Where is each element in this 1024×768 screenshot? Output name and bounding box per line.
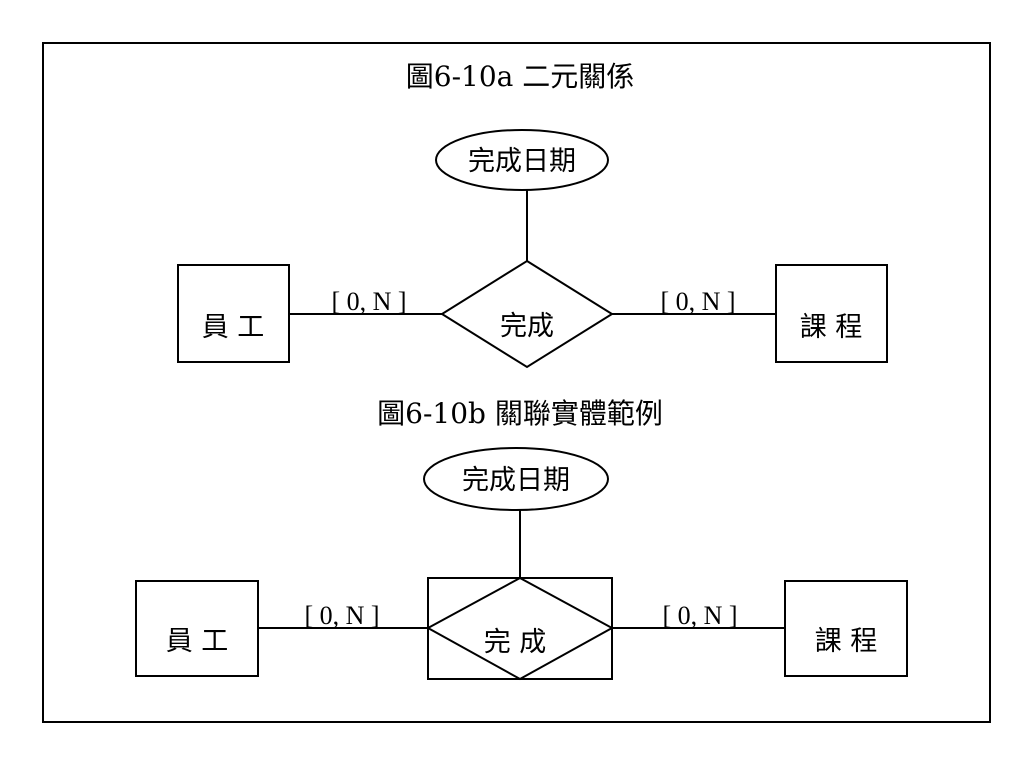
diagram-b-relationship-diamond bbox=[425, 576, 615, 681]
diagram-a-left-cardinality: [ 0, N ] bbox=[331, 287, 406, 316]
diagram-a-right-entity-label: 課 程 bbox=[800, 312, 863, 343]
diagram-a: 圖6-10a 二元關係 完成日期 完成 員 工 課 程 [ 0, N ] [ 0… bbox=[177, 60, 888, 369]
diagram-b-relationship-label: 完 成 bbox=[484, 627, 547, 658]
diagram-b-left-cardinality: [ 0, N ] bbox=[304, 601, 379, 630]
diagram-a-attribute-ellipse bbox=[435, 129, 609, 191]
diagram-a-relationship-label: 完成 bbox=[500, 311, 554, 342]
diagram-b-caption: 圖6-10b 關聯實體範例 bbox=[377, 397, 663, 430]
diagram-a-relationship-diamond bbox=[440, 259, 614, 369]
diagram-a-left-entity-label: 員 工 bbox=[202, 312, 265, 343]
diagram-a-caption: 圖6-10a 二元關係 bbox=[406, 60, 635, 93]
diagram-a-right-cardinality: [ 0, N ] bbox=[660, 287, 735, 316]
diagram-b: 圖6-10b 關聯實體範例 完成日期 完 成 員 工 課 程 [ 0, N ] … bbox=[135, 397, 908, 681]
diagram-b-right-entity-label: 課 程 bbox=[815, 626, 878, 657]
outer-frame bbox=[42, 42, 991, 723]
diagram-b-attribute-label: 完成日期 bbox=[462, 465, 570, 496]
diagram-b-right-cardinality: [ 0, N ] bbox=[662, 601, 737, 630]
diagram-b-left-entity-label: 員 工 bbox=[166, 626, 229, 657]
diagram-b-attribute-ellipse bbox=[423, 447, 609, 511]
diagram-a-attribute-label: 完成日期 bbox=[468, 146, 576, 177]
